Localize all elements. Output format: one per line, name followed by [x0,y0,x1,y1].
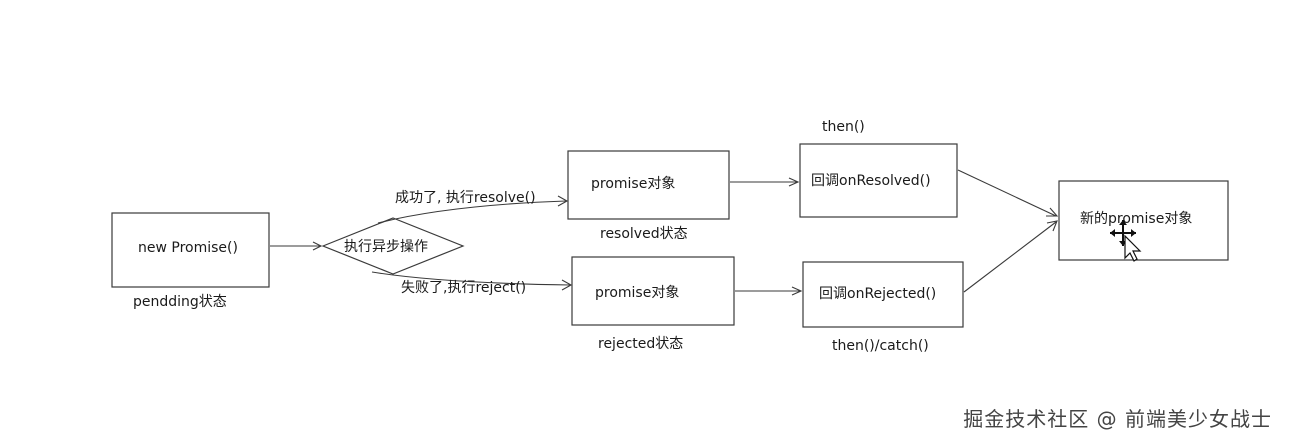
arrow-onresolved-to-new [957,169,1057,217]
promise-rejected-box [571,256,735,326]
failure-edge-label: 失败了,执行reject() [401,280,526,296]
arrowhead-promise-to-onrejected [791,286,803,296]
arrowhead-promise-to-onresolved [788,177,800,187]
arrow-onrejected-to-new [963,221,1057,293]
new-promise-object-box [1058,180,1229,261]
async-decision-diamond [321,217,465,275]
then-catch-label: then()/catch() [832,338,929,354]
resolved-state-label: resolved状态 [600,226,688,242]
on-resolved-box [799,143,958,218]
rejected-state-label: rejected状态 [598,336,683,352]
arrow-resolve [377,200,567,224]
new-promise-label: new Promise() [138,240,238,256]
decision-label: 执行异步操作 [344,239,428,255]
success-edge-label: 成功了, 执行resolve() [395,190,536,206]
promise-resolved-box [567,150,730,220]
watermark: 掘金技术社区 @ 前端美少女战士 [963,407,1272,431]
arrowhead-onrejected-to-new [1046,220,1058,232]
promise-resolved-label: promise对象 [591,176,675,192]
new-promise-object-label: 新的promise对象 [1080,211,1192,227]
arrowhead-reject [561,279,573,291]
promise-rejected-label: promise对象 [595,285,679,301]
pending-state-label: pendding状态 [133,294,227,310]
arrowhead-new-to-decision [312,241,323,251]
arrowhead-onresolved-to-new [1046,207,1059,217]
arrowhead-resolve [557,195,569,207]
on-rejected-label: 回调onRejected() [819,286,936,302]
new-promise-box [111,212,270,288]
cursor-icon [1110,220,1142,262]
then-label: then() [822,119,865,135]
on-rejected-box [802,261,964,328]
arrow-reject [371,271,571,286]
on-resolved-label: 回调onResolved() [811,173,931,189]
